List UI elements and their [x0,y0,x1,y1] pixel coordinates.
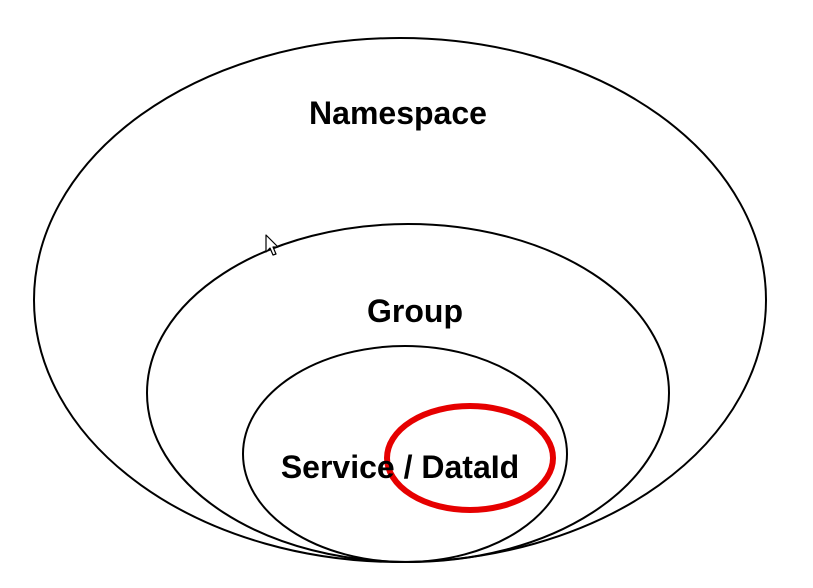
service-ellipse [242,345,568,563]
group-ellipse [146,223,670,563]
group-label: Group [367,293,463,329]
service-dataid-label: Service / DataId [281,449,519,485]
dataid-highlight-ellipse [384,403,556,513]
namespace-label: Namespace [309,95,487,131]
mouse-pointer-icon [265,234,279,256]
